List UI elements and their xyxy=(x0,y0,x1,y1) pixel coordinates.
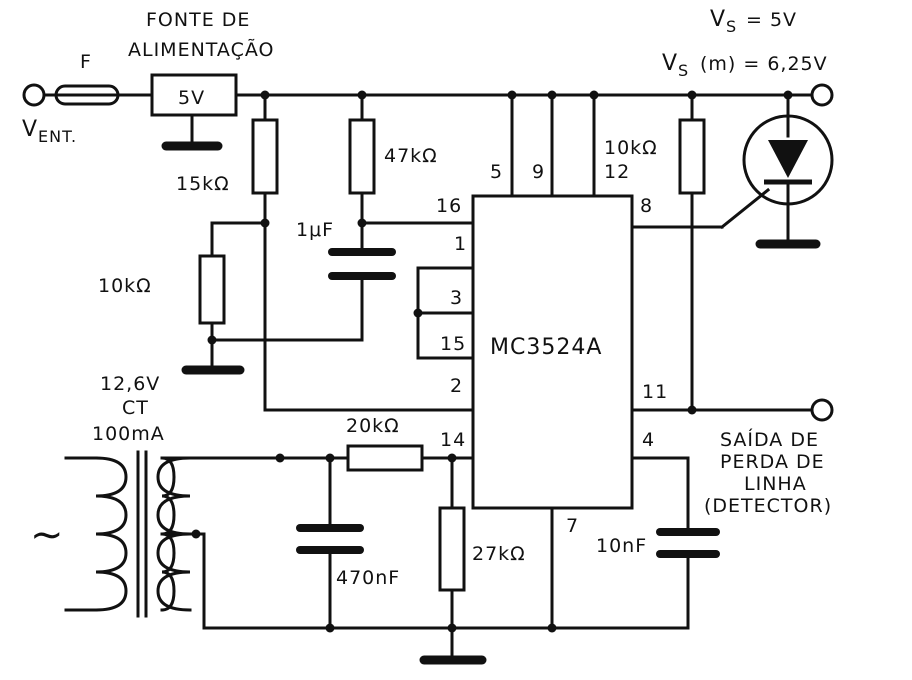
transformer-current: 100mA xyxy=(92,423,165,445)
pin-16: 16 xyxy=(436,195,462,217)
capacitor-10nf xyxy=(656,528,720,558)
supply-title-line2: ALIMENTAÇÃO xyxy=(128,38,274,61)
label-10k-right: 10kΩ xyxy=(604,137,658,159)
ac-source-symbol: ∼ xyxy=(30,512,65,558)
vs-label: V xyxy=(710,7,726,32)
ic-mc3524a xyxy=(471,194,634,510)
resistor-10k-left xyxy=(198,254,226,325)
regulator-label: 5V xyxy=(178,87,205,109)
pin-14: 14 xyxy=(440,429,466,451)
vin-sub: ENT. xyxy=(38,127,77,146)
vin-terminal xyxy=(22,83,46,107)
pin-9: 9 xyxy=(532,161,545,183)
pin-15: 15 xyxy=(440,333,466,355)
line-loss-line3: LINHA xyxy=(744,473,807,495)
supply-title-line1: FONTE DE xyxy=(146,9,250,31)
label-27k: 27kΩ xyxy=(472,543,526,565)
scr-thyristor xyxy=(742,114,834,249)
resistor-20k xyxy=(346,444,424,472)
vs-value: = 5V xyxy=(746,9,797,31)
line-loss-line2: PERDA DE xyxy=(720,451,825,473)
pin-5: 5 xyxy=(490,161,503,183)
pin-11: 11 xyxy=(642,381,668,403)
line-loss-terminal xyxy=(810,398,834,422)
pin-1: 1 xyxy=(454,233,467,255)
line-loss-line4: (DETECTOR) xyxy=(704,495,832,517)
vsm-label: V xyxy=(662,51,678,76)
label-20k: 20kΩ xyxy=(346,415,400,437)
transformer-voltage: 12,6V xyxy=(100,373,160,395)
pin-8: 8 xyxy=(640,195,653,217)
pin-12: 12 xyxy=(604,161,630,183)
label-15k: 15kΩ xyxy=(176,173,230,195)
label-470nf: 470nF xyxy=(336,567,400,589)
vsm-value: (m) = 6,25V xyxy=(700,53,828,75)
pin-2: 2 xyxy=(450,375,463,397)
label-1uf: 1μF xyxy=(296,219,334,241)
pin-4: 4 xyxy=(642,429,655,451)
vs-terminal xyxy=(810,83,834,107)
vs-sub: S xyxy=(726,17,737,36)
capacitor-470nf xyxy=(296,524,364,554)
regulator-box xyxy=(150,73,238,117)
resistor-10k-right xyxy=(678,118,706,195)
fuse-label: F xyxy=(80,51,92,73)
resistor-27k xyxy=(438,506,466,592)
resistor-47k xyxy=(348,118,376,195)
capacitor-1uf xyxy=(328,248,396,280)
label-47k: 47kΩ xyxy=(384,145,438,167)
transformer xyxy=(64,450,282,618)
line-loss-line1: SAÍDA DE xyxy=(720,428,819,451)
ic-name: MC3524A xyxy=(490,335,602,360)
pin-7: 7 xyxy=(566,515,579,537)
transformer-ct: CT xyxy=(122,397,149,419)
resistor-15k xyxy=(251,118,279,195)
vin-label: V xyxy=(22,117,38,142)
vsm-sub: S xyxy=(678,61,689,80)
pin-3: 3 xyxy=(450,287,463,309)
label-10nf: 10nF xyxy=(596,535,647,557)
label-10k-left: 10kΩ xyxy=(98,275,152,297)
